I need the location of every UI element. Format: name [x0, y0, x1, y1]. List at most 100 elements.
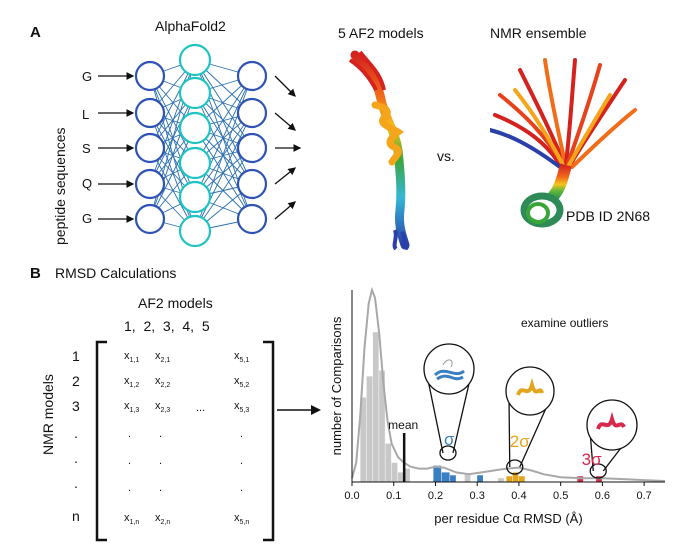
matrix-cell: x2,2: [155, 375, 171, 390]
matrix-cell: x1,3: [124, 400, 140, 415]
matrix-cell: x2,1: [155, 350, 171, 365]
matrix-cell: x1,2: [124, 375, 140, 390]
peptide-sequences-label: peptide sequences: [52, 127, 68, 245]
nn-hidden-node: [178, 214, 212, 248]
row-index-dot-2: .: [74, 450, 78, 466]
nn-input-node: [134, 97, 166, 129]
matrix-dot: .: [128, 455, 132, 467]
nn-edge: [194, 112, 253, 198]
matrix-dot: .: [240, 455, 244, 467]
row-index-3: 3: [72, 398, 80, 414]
neural-network-diagram: [98, 43, 302, 248]
sigma-inset: [423, 343, 475, 395]
matrix-brackets: [95, 340, 275, 542]
histogram-bar-blue: [450, 475, 456, 482]
input-letter-1: G: [82, 69, 93, 84]
two-sigma-inset-focus: [506, 459, 524, 475]
matrix-cell: x1,1: [124, 350, 140, 365]
sigma-label: σ: [444, 430, 455, 449]
nn-input-node: [134, 203, 166, 235]
histogram-bar-gray: [391, 462, 398, 482]
nn-edge: [149, 75, 196, 164]
x-tick-label: 0.1: [386, 490, 401, 502]
histogram-bar-gray: [366, 376, 373, 482]
nn-hidden-node: [178, 76, 212, 110]
row-index-1: 1: [72, 348, 80, 364]
x-axis-label: per residue Cα RMSD (Å): [434, 511, 582, 526]
three-sigma-inset-focus: [589, 463, 607, 479]
nmr-ensemble-image: [490, 58, 637, 228]
matrix-cell: x5,1: [234, 350, 250, 365]
matrix-dot: .: [128, 428, 132, 440]
sigma-structure: [433, 369, 465, 381]
nn-input-node: [134, 60, 166, 92]
nn-edge: [149, 59, 196, 149]
nn-hidden-node: [178, 43, 212, 77]
input-letter-3: S: [82, 141, 91, 156]
histogram-bar-gray: [404, 468, 410, 482]
matrix-cell: x1,n: [124, 512, 140, 527]
sigma-label: 3σ: [582, 450, 602, 469]
mean-label: mean: [388, 418, 418, 432]
panel-b-letter: B: [30, 265, 41, 282]
histogram-bar-gold: [506, 476, 513, 482]
histogram-bar-gray: [379, 370, 385, 482]
x-tick-label: 0.2: [428, 490, 443, 502]
nn-output-node: [236, 168, 268, 200]
rmsd-calculations-title: RMSD Calculations: [55, 265, 177, 281]
examine-outliers-label: examine outliers: [521, 316, 608, 330]
histogram-bar-gold: [518, 476, 525, 482]
matrix-dot: .: [240, 428, 244, 440]
x-tick-label: 0.7: [636, 490, 651, 502]
histogram-bar-gray: [498, 478, 504, 482]
output-arrow: [274, 201, 296, 220]
matrix-cell: x5,n: [234, 512, 250, 527]
af2-models-matrix-label: AF2 models: [138, 295, 213, 311]
histogram-bar-gold: [512, 472, 519, 482]
histogram-bar-blue: [433, 465, 442, 482]
input-letter-5: G: [82, 211, 93, 226]
row-index-n: n: [72, 508, 80, 524]
input-letter-2: L: [82, 107, 90, 122]
histogram-bar-gray: [372, 332, 379, 482]
sigma-inset-focus: [439, 445, 457, 461]
nn-input-node: [134, 168, 166, 200]
output-arrow: [274, 75, 296, 97]
vs-label: vs.: [437, 148, 455, 164]
column-indices: 1, 2, 3, 4, 5: [124, 318, 210, 334]
matrix-ellipsis: ...: [196, 402, 206, 414]
alphafold2-title: AlphaFold2: [155, 18, 226, 34]
nn-hidden-node: [178, 180, 212, 214]
nmr-models-label: NMR models: [40, 374, 56, 455]
output-arrow: [274, 112, 296, 131]
x-tick-label: 0.4: [511, 490, 526, 502]
matrix-dot: .: [240, 482, 244, 494]
pdb-id-label: PDB ID 2N68: [566, 208, 651, 224]
row-index-dot-1: .: [74, 425, 78, 441]
sigma-label: 2σ: [510, 432, 530, 451]
nn-edge: [194, 75, 253, 164]
x-tick-label: 0.6: [595, 490, 610, 502]
histogram-bar-gray: [397, 472, 404, 482]
y-axis-label: number of Comparisons: [329, 316, 344, 455]
input-letter-4: Q: [82, 176, 93, 191]
matrix-to-chart-arrow: [277, 405, 321, 415]
sigma-inset-connector: [426, 374, 472, 454]
row-index-dot-3: .: [74, 475, 78, 491]
panel-a-letter: A: [30, 24, 41, 41]
histogram-bar-gray: [464, 474, 471, 482]
nn-edge: [194, 112, 253, 232]
matrix-dot: .: [159, 455, 163, 467]
x-tick-label: 0.5: [553, 490, 568, 502]
histogram-bar-gray: [360, 397, 367, 482]
af2-models-label: 5 AF2 models: [338, 25, 424, 41]
nn-edge: [194, 75, 253, 198]
matrix-dot: .: [128, 482, 132, 494]
sigma-structure: [442, 359, 453, 368]
three-sigma-structure: [596, 411, 626, 430]
histogram-bar-blue: [441, 472, 450, 482]
nn-hidden-node: [178, 111, 212, 145]
two-sigma-structure: [516, 377, 544, 396]
nn-edge: [149, 127, 196, 220]
nn-output-node: [236, 203, 268, 235]
